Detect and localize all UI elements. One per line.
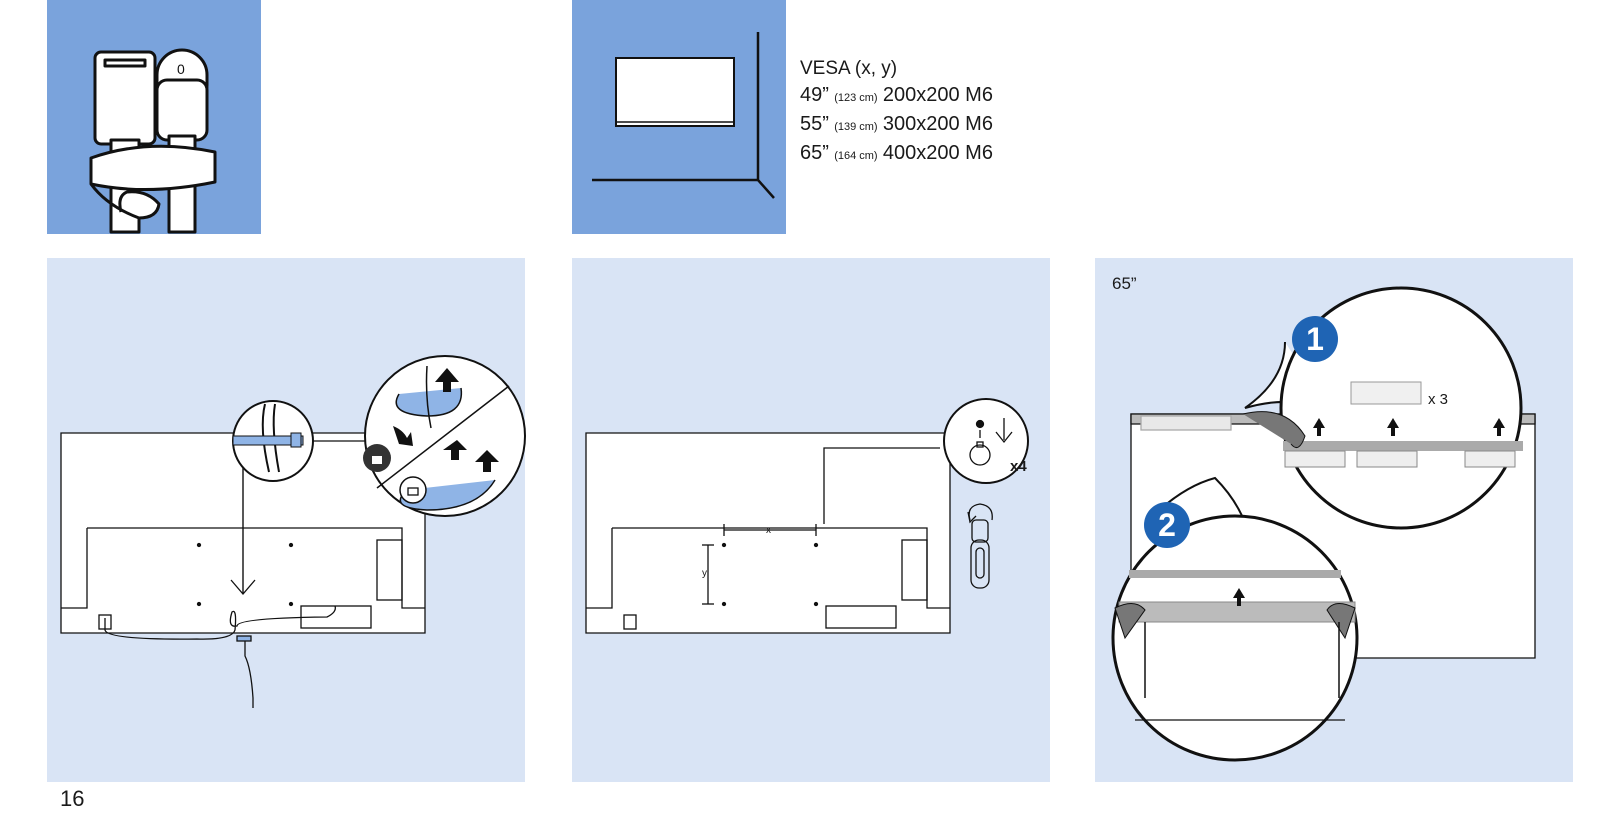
vesa-row: 55” (139 cm) 300x200 M6 bbox=[800, 113, 993, 135]
vesa-row: 49” (123 cm) 200x200 M6 bbox=[800, 84, 993, 106]
vesa-spec-block: VESA (x, y) 49” (123 cm) 200x200 M6 55” … bbox=[800, 56, 993, 169]
protective-strip-illustration bbox=[1111, 286, 1536, 762]
zoom-circle-lock-unlock bbox=[363, 355, 526, 517]
screw-mount-illustration bbox=[585, 398, 1029, 634]
wall-mount-illustration bbox=[592, 32, 775, 199]
screw-count-label: x4 bbox=[1010, 458, 1027, 475]
wall-mount-panel bbox=[572, 0, 786, 234]
screw-mount-panel bbox=[572, 258, 1050, 782]
cable-zero-glyph: 0 bbox=[177, 61, 185, 77]
cable-routing-illustration bbox=[60, 355, 526, 708]
step-badge-1: 1 bbox=[1292, 316, 1338, 362]
page-number: 16 bbox=[60, 786, 85, 811]
zoom-circle-bottom-strip bbox=[1111, 476, 1359, 762]
vesa-row: 65” (164 cm) 400x200 M6 bbox=[800, 142, 993, 164]
cable-clip-illustration: 0 bbox=[89, 48, 217, 234]
strip-count-label: x 3 bbox=[1428, 391, 1449, 408]
zoom-circle-cable-tie bbox=[232, 400, 387, 482]
tv-size-label: 65” bbox=[1112, 274, 1137, 293]
cable-routing-panel bbox=[47, 258, 526, 782]
cable-clip-panel: 0 bbox=[47, 0, 261, 234]
zoom-circle-strip-removal bbox=[1242, 286, 1523, 530]
step-badge-2: 2 bbox=[1144, 502, 1190, 548]
vesa-dim-x-label: x bbox=[766, 525, 771, 536]
vesa-heading: VESA (x, y) bbox=[800, 58, 898, 79]
vesa-dim-y-label: y bbox=[702, 568, 707, 579]
